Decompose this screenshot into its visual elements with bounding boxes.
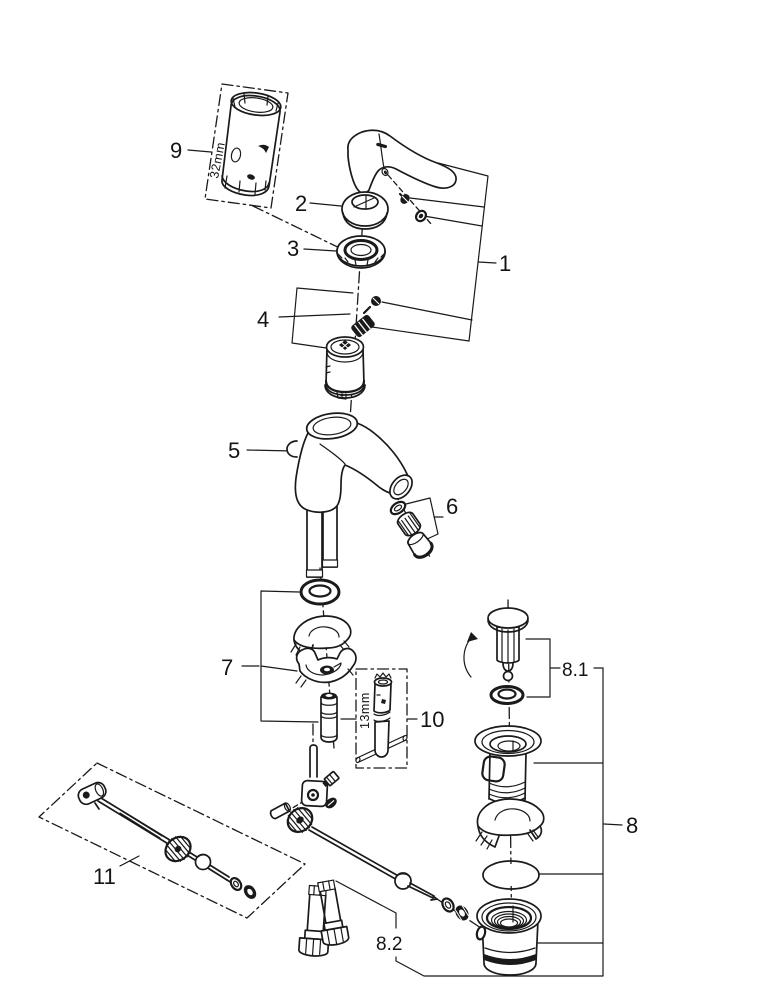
callout-1: 1 (499, 251, 511, 276)
set-screw (398, 192, 410, 204)
part-4-cartridge (278, 287, 381, 400)
lever (347, 129, 457, 194)
drain-flange (474, 725, 542, 805)
callout-11: 11 (93, 864, 116, 889)
lever-screw-hole (381, 167, 389, 177)
cartridge-screw (362, 296, 381, 315)
axis-lines (252, 174, 513, 961)
waste-body (475, 898, 542, 976)
callout-5: 5 (228, 438, 240, 463)
part-10-socket-wrench-tool: 13mm (340, 668, 418, 769)
pivot-bolt (322, 770, 340, 787)
callout-8-2: 8.2 (376, 934, 402, 955)
callout-10: 10 (420, 707, 444, 732)
rod-elbow (77, 781, 107, 806)
callout-labels: 9 2 3 1 4 5 6 7 10 8.1 8 8.2 11 (93, 138, 638, 955)
body-outline (294, 422, 410, 513)
callout-3: 3 (287, 236, 299, 261)
supply-hose-ends (298, 879, 350, 957)
part-6-aerator (389, 497, 444, 559)
wedge-gasket (290, 615, 352, 657)
part-1-lever-assembly (347, 129, 497, 342)
callout-4: 4 (257, 307, 269, 332)
callout-8-1: 8.1 (562, 660, 588, 681)
callout-9: 9 (170, 138, 182, 163)
callout-7: 7 (221, 655, 233, 680)
threaded-stud (320, 692, 338, 743)
pivot-plug (269, 802, 292, 820)
rod-washer (441, 897, 455, 913)
part-5-faucet-body (246, 412, 413, 578)
bracket-8 (335, 667, 604, 977)
part-2-cap-ring (309, 191, 389, 230)
pivot-knurled-nut (286, 806, 314, 834)
aerator-housing (407, 531, 434, 559)
part-8_1-popup-plug (463, 607, 604, 705)
base-oring (299, 578, 341, 606)
pivot-assembly (269, 744, 340, 834)
part-9-socket-tool: 32mm (204, 83, 289, 209)
drain-wedge-gasket (475, 798, 545, 850)
part-8_2-lever-rod (308, 826, 469, 921)
part-11-rod-kit (38, 762, 306, 919)
screw-plug (414, 209, 428, 223)
bracket-7 (241, 590, 319, 723)
spout-tip (389, 474, 413, 500)
kit-washer (229, 876, 243, 892)
kit-nut (243, 885, 257, 899)
tool-10-size-label: 13mm (358, 692, 372, 729)
rotation-arrow (463, 636, 473, 678)
horseshoe-clamp (295, 647, 357, 688)
pivot-grub-screw (325, 797, 337, 809)
cartridge-body (324, 336, 366, 400)
aerator-insert (396, 511, 422, 537)
bracket-6 (405, 497, 444, 541)
callout-2: 2 (295, 191, 307, 216)
bracket-8-1 (525, 638, 604, 698)
bracket-1 (437, 162, 489, 342)
plug-seal-ring (489, 685, 525, 705)
callout-8: 8 (626, 813, 638, 838)
part-8-popup-waste (335, 667, 623, 977)
aerator-washer (389, 500, 407, 516)
part-7-mounting-set (241, 578, 357, 743)
cartridge-adapter (351, 314, 375, 338)
part-9-box (204, 83, 289, 209)
rod-knurled-wheel (164, 835, 192, 863)
part-3-bearing-ring (303, 235, 386, 269)
part-11-box (38, 762, 306, 919)
drain-oring (482, 860, 540, 890)
callout-6: 6 (446, 494, 458, 519)
body-side-knob (286, 440, 298, 458)
rod-nut (455, 905, 469, 921)
tool-9-size-label: 32mm (207, 141, 228, 180)
